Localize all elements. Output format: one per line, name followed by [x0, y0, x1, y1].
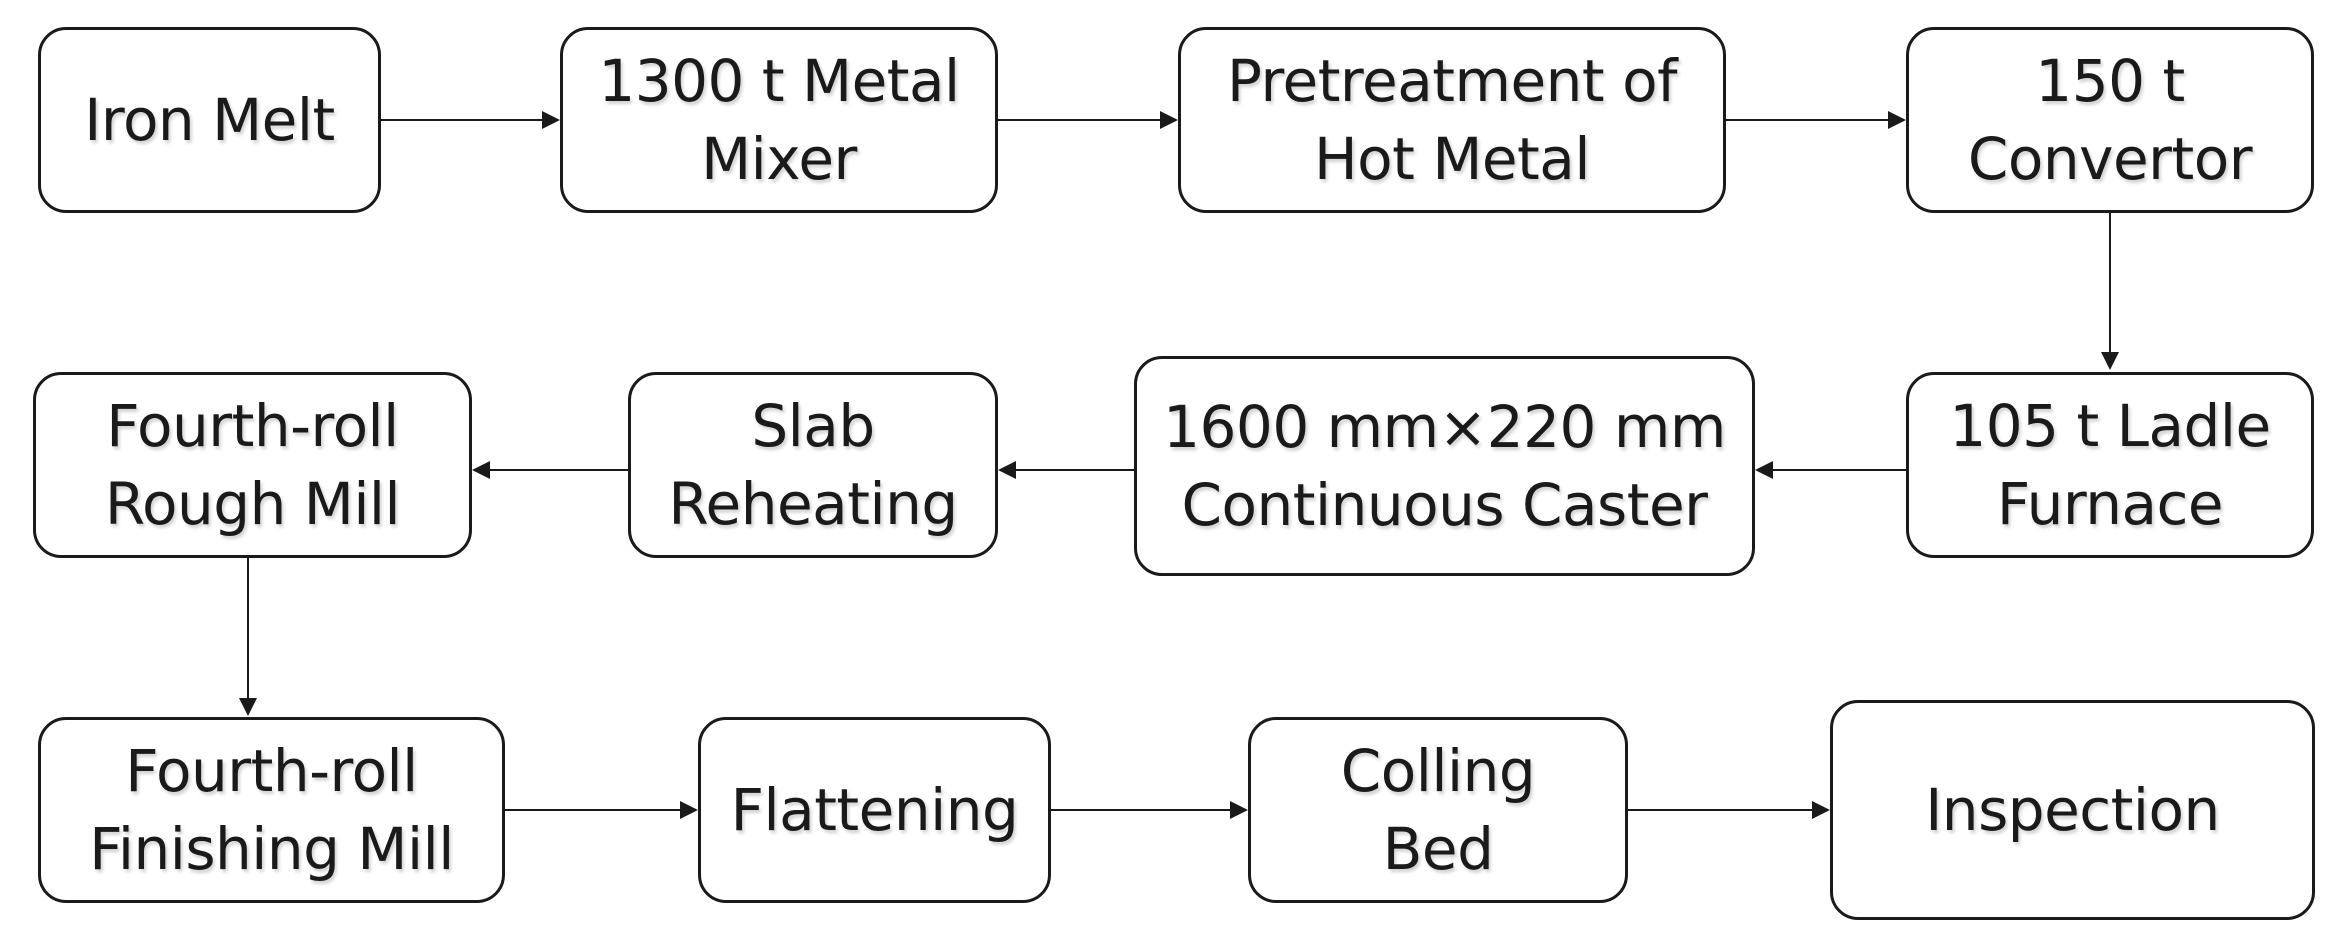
- node-finishing-mill-line2: Finishing Mill: [89, 815, 454, 883]
- node-convertor-line2: Convertor: [1967, 125, 2253, 193]
- node-ladle-furnace-line2: Furnace: [1996, 470, 2224, 538]
- node-continuous-caster-line2: Continuous Caster: [1181, 471, 1708, 539]
- arrowhead-convertor: [1888, 111, 1906, 129]
- node-slab-reheating: Slab Reheating: [628, 372, 998, 558]
- arrowhead-flattening: [680, 801, 698, 819]
- arrowhead-finishing-mill: [239, 698, 257, 716]
- node-inspection-label: Inspection: [1925, 776, 2220, 844]
- node-convertor-line1: 150 t: [2035, 47, 2185, 115]
- node-ladle-furnace-line1: 105 t Ladle: [1949, 392, 2271, 460]
- node-finishing-mill: Fourth-roll Finishing Mill: [38, 717, 505, 903]
- node-slab-reheating-line2: Reheating: [668, 470, 958, 538]
- node-iron-melt-label: Iron Melt: [84, 86, 335, 154]
- node-finishing-mill-line1: Fourth-roll: [125, 737, 418, 805]
- node-continuous-caster-line1: 1600 mm×220 mm: [1163, 393, 1726, 461]
- node-colling-bed-line1: Colling: [1340, 737, 1536, 805]
- node-colling-bed: Colling Bed: [1248, 717, 1628, 903]
- node-continuous-caster: 1600 mm×220 mm Continuous Caster: [1134, 356, 1755, 576]
- node-pretreatment-line1: Pretreatment of: [1226, 47, 1678, 115]
- node-rough-mill-line1: Fourth-roll: [106, 392, 399, 460]
- node-pretreatment-line2: Hot Metal: [1314, 125, 1590, 193]
- node-pretreatment: Pretreatment of Hot Metal: [1178, 27, 1726, 213]
- node-rough-mill: Fourth-roll Rough Mill: [33, 372, 472, 558]
- node-colling-bed-line2: Bed: [1382, 815, 1494, 883]
- node-slab-reheating-line1: Slab: [751, 392, 875, 460]
- arrowhead-ladle-furnace: [2101, 352, 2119, 370]
- arrowhead-metal-mixer: [542, 111, 560, 129]
- node-iron-melt: Iron Melt: [38, 27, 381, 213]
- node-inspection: Inspection: [1830, 700, 2315, 920]
- node-flattening-label: Flattening: [730, 776, 1019, 844]
- node-metal-mixer-line1: 1300 t Metal: [598, 47, 960, 115]
- node-metal-mixer: 1300 t Metal Mixer: [560, 27, 998, 213]
- arrowhead-slab-reheating: [998, 461, 1016, 479]
- node-ladle-furnace: 105 t Ladle Furnace: [1906, 372, 2314, 558]
- arrowhead-rough-mill: [472, 461, 490, 479]
- node-convertor: 150 t Convertor: [1906, 27, 2314, 213]
- arrowhead-pretreatment: [1160, 111, 1178, 129]
- node-metal-mixer-line2: Mixer: [701, 125, 857, 193]
- arrowhead-continuous-caster: [1755, 461, 1773, 479]
- arrowhead-inspection: [1812, 801, 1830, 819]
- node-flattening: Flattening: [698, 717, 1051, 903]
- node-rough-mill-line2: Rough Mill: [104, 470, 401, 538]
- arrowhead-colling-bed: [1230, 801, 1248, 819]
